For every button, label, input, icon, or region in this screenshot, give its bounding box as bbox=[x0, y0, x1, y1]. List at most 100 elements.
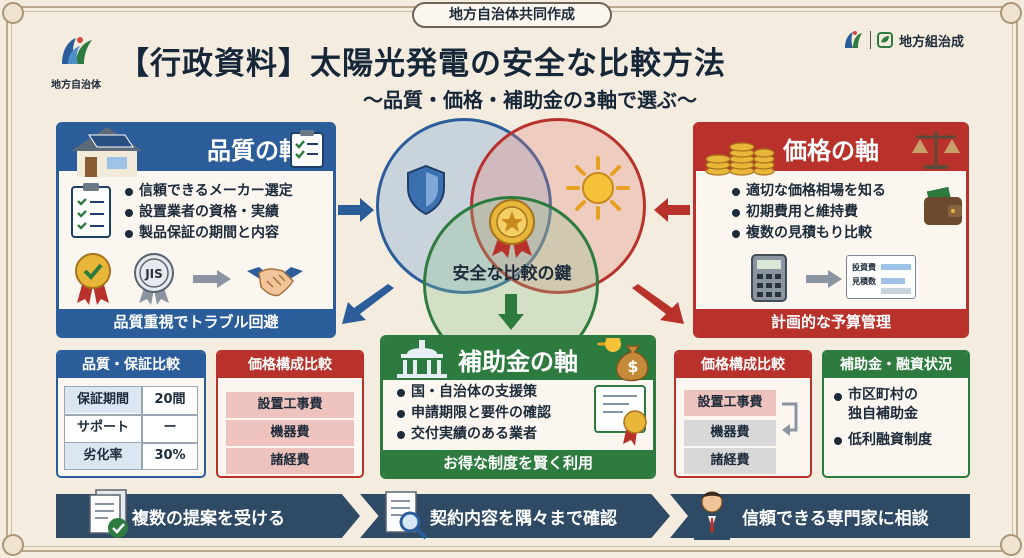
svg-text:$: $ bbox=[627, 357, 638, 376]
quality-axis-footer: 品質重視でトラブル回避 bbox=[59, 309, 333, 335]
certificate-icon bbox=[594, 385, 647, 446]
price-axis-title: 価格の軸 bbox=[783, 136, 879, 165]
price-item: 設置工事費 bbox=[684, 390, 776, 416]
price-breakdown-left: 価格構成比較 設置工事費 機器費 諸経費 bbox=[216, 350, 364, 478]
estimate-line-label: 投資費 bbox=[852, 263, 876, 272]
table-cell-value: ー bbox=[163, 420, 177, 435]
checklist-document-icon bbox=[71, 183, 111, 238]
list-item: 適切な価格相場を知る bbox=[730, 181, 886, 202]
quality-axis-list: 信頼できるメーカー選定 設置業者の資格・実績 製品保証の期間と内容 bbox=[123, 181, 293, 244]
step-label: 契約内容を隅々まで確認 bbox=[430, 508, 617, 529]
table-cell-label: サポート bbox=[76, 420, 129, 435]
step-label: 信頼できる専門家に相談 bbox=[742, 508, 929, 529]
arrow-right-icon bbox=[806, 270, 842, 288]
divider bbox=[65, 414, 197, 416]
subsidy-axis-header: 補助金の軸 bbox=[383, 338, 653, 380]
list-item: 交付実績のある業者 bbox=[395, 424, 551, 445]
estimate-bar bbox=[881, 264, 911, 270]
medal-icon bbox=[489, 199, 535, 258]
municipality-logo-caption: 地方自治体 bbox=[51, 80, 101, 91]
table-cell-label: 劣化率 bbox=[65, 443, 141, 469]
venn-center-label: 安全な比較の鍵 bbox=[452, 264, 572, 284]
corner-ornament-icon bbox=[1000, 534, 1022, 556]
price-item: 機器費 bbox=[684, 420, 776, 446]
divider bbox=[65, 442, 197, 444]
list-item: 市区町村の 独自補助金 bbox=[832, 386, 932, 424]
page-title: 【行政資料】太陽光発電の安全な比較方法 bbox=[118, 46, 726, 82]
wallet-icon bbox=[924, 187, 962, 225]
consultant-person-icon bbox=[694, 491, 730, 540]
government-building-icon bbox=[397, 340, 447, 378]
price-item: 設置工事費 bbox=[226, 392, 354, 418]
estimate-bar bbox=[881, 278, 905, 284]
quality-axis-title: 品質の軸 bbox=[207, 136, 303, 165]
header-banner: 地方自治体共同作成 bbox=[412, 2, 612, 28]
partner-logo: 地方組治成 bbox=[842, 30, 964, 50]
calculator-icon bbox=[751, 254, 787, 302]
arrow-diagonal-right-icon bbox=[632, 284, 684, 324]
magnifier-document-icon bbox=[385, 491, 428, 540]
price-breakdown-title: 価格構成比較 bbox=[676, 352, 810, 378]
subsidy-axis-list: 国・自治体の支援策 申請期限と要件の確認 交付実績のある業者 bbox=[395, 382, 551, 445]
documents-check-icon bbox=[89, 489, 128, 538]
list-item: 低利融資制度 bbox=[832, 430, 932, 451]
jis-badge-text: JIS bbox=[144, 267, 163, 281]
arrow-right-icon bbox=[193, 270, 231, 288]
table-cell-value: 30% bbox=[154, 448, 186, 463]
list-item: 信頼できるメーカー選定 bbox=[123, 181, 293, 202]
jis-certification-icon: JIS bbox=[134, 253, 174, 305]
quality-axis-panel: 品質の軸 信頼できるメーカー選定 設置業者の資格・実績 製品保証の期間と内容 bbox=[56, 122, 336, 338]
corner-ornament-icon bbox=[1000, 2, 1022, 24]
subsidy-status-title: 補助金・融資状況 bbox=[824, 352, 968, 378]
page-subtitle: 〜品質・価格・補助金の3軸で選ぶ〜 bbox=[363, 88, 697, 112]
price-breakdown-title: 価格構成比較 bbox=[218, 352, 362, 378]
quality-comparison-title: 品質・保証比較 bbox=[58, 352, 204, 378]
money-bag-sun-icon: $ bbox=[597, 338, 649, 382]
coin-stacks-icon bbox=[705, 142, 775, 176]
sun-icon bbox=[566, 156, 630, 220]
return-arrow-icon bbox=[782, 402, 798, 436]
municipality-emblem-icon bbox=[62, 37, 92, 64]
subsidy-status-box: 補助金・融資状況 市区町村の 独自補助金 低利融資制度 bbox=[822, 350, 970, 478]
price-axis-panel: 価格の軸 適切な価格相場を知る 初期費用と維持費 複数の見積もり比較 bbox=[693, 122, 969, 338]
subsidy-axis-panel: 補助金の軸 $ 国・自治体の支援策 申請期限と要件の確認 交付実績のある業者 お… bbox=[380, 335, 656, 479]
divider bbox=[141, 387, 143, 469]
estimate-bar bbox=[881, 288, 911, 294]
corner-ornament-icon bbox=[2, 534, 24, 556]
estimate-document-icon: 投資費 見積数 bbox=[846, 255, 916, 299]
subsidy-status-list: 市区町村の 独自補助金 低利融資制度 bbox=[832, 386, 932, 451]
price-item: 諸経費 bbox=[684, 448, 776, 474]
step-label: 複数の提案を受ける bbox=[132, 508, 285, 529]
price-axis-footer: 計画的な予算管理 bbox=[696, 309, 966, 335]
handshake-icon bbox=[247, 267, 303, 297]
estimate-line-label: 見積数 bbox=[852, 277, 876, 286]
list-item: 申請期限と要件の確認 bbox=[395, 403, 551, 424]
clipboard-checklist-icon bbox=[290, 130, 324, 168]
arrow-left-icon bbox=[654, 198, 690, 222]
shield-icon bbox=[407, 164, 445, 216]
list-item: 複数の見積もり比較 bbox=[730, 223, 886, 244]
quality-comparison-table: 品質・保証比較 保証期間 20間 サポート ー 劣化率 30% bbox=[56, 350, 206, 478]
leaf-icon bbox=[877, 32, 893, 48]
list-item-line: 市区町村の bbox=[848, 387, 918, 403]
balance-scale-icon bbox=[912, 131, 960, 169]
list-item: 製品保証の期間と内容 bbox=[123, 223, 293, 244]
arrow-diagonal-left-icon bbox=[342, 284, 394, 324]
price-axis-list: 適切な価格相場を知る 初期費用と維持費 複数の見積もり比較 bbox=[730, 181, 886, 244]
price-item: 諸経費 bbox=[226, 448, 354, 474]
quality-comparison-grid: 保証期間 20間 サポート ー 劣化率 30% bbox=[64, 386, 198, 470]
arrow-down-icon bbox=[498, 294, 524, 330]
emblem-icon bbox=[845, 31, 862, 48]
list-item: 設置業者の資格・実績 bbox=[123, 202, 293, 223]
list-item: 国・自治体の支援策 bbox=[395, 382, 551, 403]
subsidy-axis-title: 補助金の軸 bbox=[458, 347, 578, 376]
price-item: 機器費 bbox=[226, 420, 354, 446]
subsidy-axis-footer: お得な制度を賢く利用 bbox=[383, 450, 653, 476]
partner-logo-label: 地方組治成 bbox=[899, 34, 965, 50]
table-cell-label: 保証期間 bbox=[65, 387, 141, 413]
approval-ribbon-icon bbox=[75, 253, 111, 305]
municipality-logo: 地方自治体 bbox=[46, 34, 106, 91]
list-item: 初期費用と維持費 bbox=[730, 202, 886, 223]
table-cell-value: 20間 bbox=[154, 392, 186, 407]
corner-ornament-icon bbox=[2, 2, 24, 24]
